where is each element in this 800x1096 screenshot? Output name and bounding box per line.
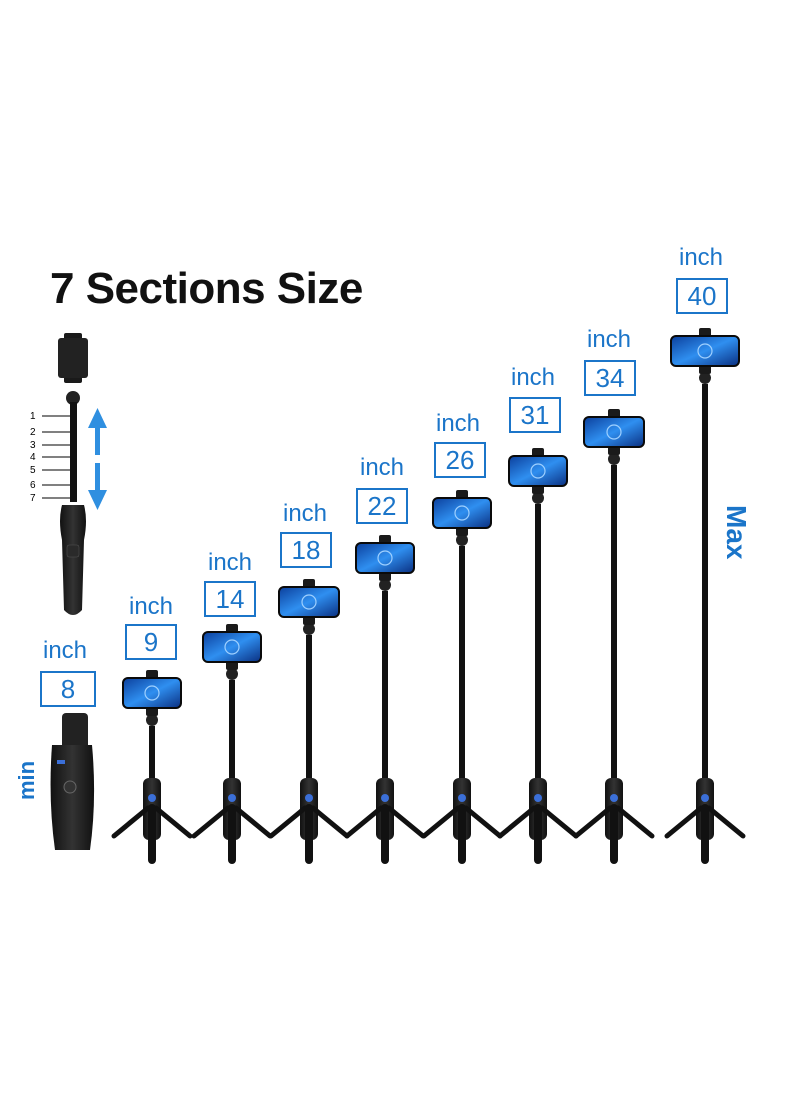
tripod-icon bbox=[111, 804, 193, 864]
size-value-1: 9 bbox=[125, 624, 177, 660]
phone-icon bbox=[583, 416, 645, 448]
tripod-stick-8 bbox=[664, 328, 746, 864]
phone-icon bbox=[355, 542, 415, 574]
tripod-icon bbox=[421, 804, 503, 864]
phone-icon bbox=[508, 455, 568, 487]
size-value-4: 22 bbox=[356, 488, 408, 524]
size-value-5: 26 bbox=[434, 442, 486, 478]
section-number-7: 7 bbox=[30, 493, 36, 504]
size-unit-6: inch bbox=[510, 364, 556, 391]
size-value-3: 18 bbox=[280, 532, 332, 568]
size-unit-3: inch bbox=[282, 500, 328, 527]
section-number-4: 4 bbox=[30, 452, 36, 463]
tripod-icon bbox=[191, 804, 273, 864]
tripod-stick-1 bbox=[111, 670, 193, 864]
section-number-1: 1 bbox=[30, 411, 36, 422]
size-value-7: 34 bbox=[584, 360, 636, 396]
size-value-2: 14 bbox=[204, 581, 256, 617]
page-title: 7 Sections Size bbox=[50, 264, 363, 313]
phone-icon bbox=[670, 335, 740, 367]
section-number-5: 5 bbox=[30, 465, 36, 476]
size-unit-2: inch bbox=[207, 549, 253, 576]
size-value-8: 40 bbox=[676, 278, 728, 314]
phone-icon bbox=[202, 631, 262, 663]
section-number-3: 3 bbox=[30, 440, 36, 451]
tripod-stick-2 bbox=[191, 624, 273, 864]
size-unit-1: inch bbox=[128, 593, 174, 620]
size-value-6: 31 bbox=[509, 397, 561, 433]
tripod-icon bbox=[344, 804, 426, 864]
sections-diagram bbox=[42, 333, 88, 615]
section-number-6: 6 bbox=[30, 480, 36, 491]
size-unit-5: inch bbox=[435, 410, 481, 437]
phone-icon bbox=[432, 497, 492, 529]
tripod-stick-6 bbox=[497, 448, 579, 864]
size-unit-7: inch bbox=[586, 326, 632, 353]
section-number-2: 2 bbox=[30, 427, 36, 438]
size-value-0: 8 bbox=[40, 671, 96, 707]
folded-device bbox=[50, 713, 95, 850]
tripod-icon bbox=[497, 804, 579, 864]
size-unit-0: inch bbox=[42, 637, 88, 664]
tripod-stick-3 bbox=[268, 579, 350, 864]
size-unit-4: inch bbox=[359, 454, 405, 481]
size-unit-8: inch bbox=[678, 244, 724, 271]
phone-icon bbox=[122, 677, 182, 709]
tripod-icon bbox=[268, 804, 350, 864]
down-arrow-icon bbox=[88, 463, 107, 510]
tripod-stick-7 bbox=[573, 409, 655, 864]
tripod-icon bbox=[573, 804, 655, 864]
up-arrow-icon bbox=[88, 408, 107, 455]
tripod-icon bbox=[664, 804, 746, 864]
tripod-stick-4 bbox=[344, 535, 426, 864]
tripod-stick-5 bbox=[421, 490, 503, 864]
phone-icon bbox=[278, 586, 340, 618]
